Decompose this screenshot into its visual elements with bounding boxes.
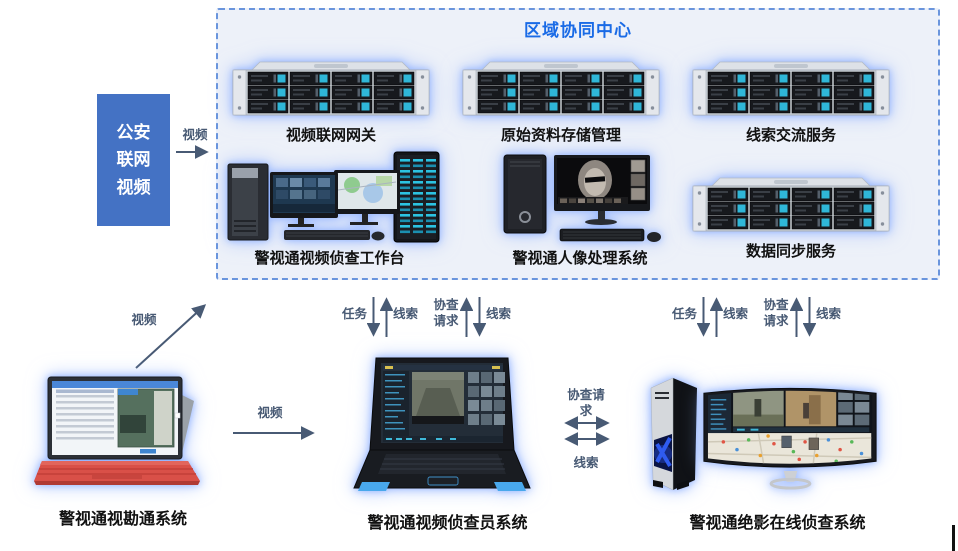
right-task-label: 任务 [672, 307, 698, 321]
face-processing-pc-icon [498, 153, 663, 247]
up-arrow-icon [710, 297, 724, 337]
investigator-laptop-icon [346, 356, 538, 498]
right-clue2-label: 线索 [816, 307, 842, 321]
left-assist-label: 协查请求 [433, 298, 459, 329]
left-link-group: 任务 线索 协查请求 线索 [342, 294, 511, 340]
up-arrow-icon [790, 297, 804, 337]
double-arrow-icon [564, 432, 610, 446]
rack-server-gateway-icon [230, 60, 432, 118]
clue-exchange-label: 线索交流服务 [745, 127, 836, 144]
left-clue2-label: 线索 [486, 307, 512, 321]
rack-server-clue-exchange-icon [690, 60, 892, 118]
down-arrow-icon [697, 297, 711, 337]
online-system-label: 警视通绝影在线侦查系统 [689, 515, 866, 532]
double-arrow-icon [564, 416, 610, 430]
left-clue-label: 线索 [393, 307, 419, 321]
workbench-label: 警视通视频侦查工作台 [254, 250, 405, 267]
curved-monitor-icon [700, 380, 880, 492]
mid-clue-label: 线索 [573, 456, 599, 470]
gaming-tower-icon [643, 376, 703, 492]
rack-server-data-sync-icon [690, 176, 892, 234]
video-up-arrow [135, 304, 207, 369]
face-system-label: 警视通人像处理系统 [512, 250, 648, 267]
source-box-police-video: 公安联网视频 [97, 94, 170, 226]
survey-system-label: 警视通视勘通系统 [58, 511, 187, 528]
storage-label: 原始资料存储管理 [500, 127, 621, 144]
mid-assist-label: 协查请求 [567, 388, 605, 419]
video-right-label: 视频 [257, 406, 283, 420]
up-arrow-icon [460, 297, 474, 337]
region-title: 区域协同中心 [524, 21, 632, 40]
right-assist-label: 协查请求 [763, 298, 789, 329]
workstation-icon [226, 150, 441, 246]
gateway-label: 视频联网网关 [285, 127, 376, 144]
edge-artifact-bar [952, 525, 955, 551]
right-link-group: 任务 线索 协查请求 线索 [672, 294, 841, 340]
down-arrow-icon [803, 297, 817, 337]
down-arrow-icon [367, 297, 381, 337]
video-in-arrow [176, 145, 209, 159]
video-in-label: 视频 [182, 128, 208, 142]
data-sync-label: 数据同步服务 [745, 243, 836, 260]
down-arrow-icon [473, 297, 487, 337]
investigator-system-label: 警视通视频侦查员系统 [367, 515, 528, 532]
rack-server-storage-icon [460, 60, 662, 118]
video-right-arrow [233, 426, 315, 440]
right-clue-label: 线索 [723, 307, 749, 321]
left-task-label: 任务 [342, 307, 368, 321]
video-up-label: 视频 [131, 313, 157, 327]
up-arrow-icon [380, 297, 394, 337]
source-box-label: 公安联网视频 [116, 123, 151, 197]
survey-tablet-icon [32, 375, 210, 490]
